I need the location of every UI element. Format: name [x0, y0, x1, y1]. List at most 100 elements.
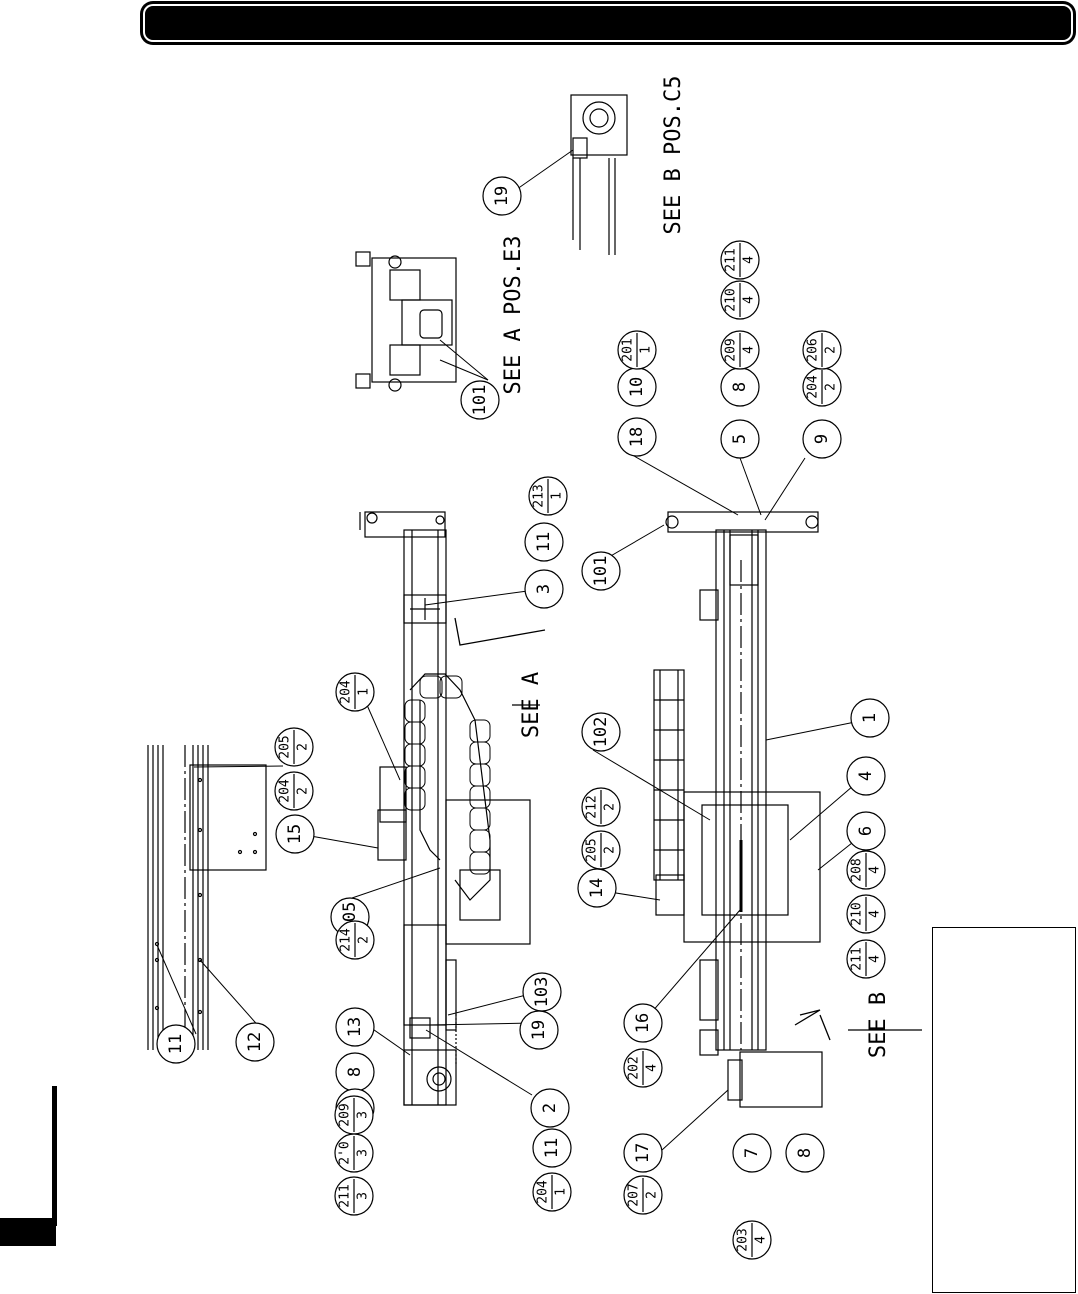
svg-text:209: 209 [338, 1103, 353, 1126]
svg-text:210: 210 [850, 902, 865, 925]
item-balloon: 7 [732, 1133, 772, 1173]
svg-text:5: 5 [730, 434, 750, 444]
see-a-pos-label: SEE A POS.E3 [501, 236, 526, 395]
svg-text:103: 103 [532, 977, 552, 1008]
svg-text:205: 205 [278, 735, 293, 758]
svg-text:3: 3 [534, 584, 554, 594]
detail-b [570, 94, 628, 255]
svg-text:8: 8 [795, 1148, 815, 1158]
svg-text:204: 204 [339, 680, 354, 704]
svg-text:3: 3 [356, 1149, 371, 1157]
svg-text:14: 14 [587, 878, 607, 898]
item-balloon: 16 [623, 1003, 663, 1043]
item-balloon: 4 [846, 756, 886, 796]
item-balloon: 19 [482, 176, 522, 216]
svg-text:18: 18 [627, 427, 647, 447]
svg-text:1: 1 [357, 688, 372, 696]
svg-text:203: 203 [736, 1228, 751, 1251]
svg-text:204: 204 [278, 779, 293, 803]
item-balloon: 15 [275, 814, 315, 854]
svg-text:210: 210 [724, 288, 739, 311]
svg-text:214: 214 [339, 928, 354, 952]
svg-text:9: 9 [812, 434, 832, 444]
svg-text:204: 204 [536, 1180, 551, 1204]
svg-text:4: 4 [742, 296, 757, 304]
item-balloon: 8 [720, 367, 760, 407]
item-balloon: 11 [532, 1128, 572, 1168]
svg-text:4: 4 [868, 866, 883, 874]
svg-text:11: 11 [542, 1138, 562, 1158]
item-balloon: 9 [802, 419, 842, 459]
svg-text:205: 205 [585, 838, 600, 861]
item-balloon: 1 [850, 698, 890, 738]
svg-text:19: 19 [492, 186, 512, 206]
svg-text:8: 8 [730, 382, 750, 392]
svg-text:2'0: 2'0 [338, 1141, 353, 1164]
svg-text:3: 3 [356, 1111, 371, 1119]
svg-text:4: 4 [742, 256, 757, 264]
svg-text:6: 6 [856, 826, 876, 836]
item-balloon: 102 [581, 712, 621, 752]
svg-text:2: 2 [357, 936, 372, 944]
svg-text:10: 10 [627, 377, 647, 397]
item-balloon: 101 [581, 551, 621, 591]
svg-text:2: 2 [824, 383, 839, 391]
svg-text:11: 11 [166, 1034, 186, 1054]
svg-text:4: 4 [856, 771, 876, 781]
top-view [653, 511, 823, 1108]
leader-lines [156, 149, 876, 1161]
svg-text:4: 4 [868, 910, 883, 918]
svg-text:1: 1 [550, 492, 565, 500]
svg-text:209: 209 [724, 338, 739, 361]
see-b-label: SEE B [866, 992, 891, 1058]
item-balloon: 8 [785, 1133, 825, 1173]
svg-text:13: 13 [345, 1017, 365, 1037]
svg-text:1: 1 [639, 346, 654, 354]
item-balloon: 17 [623, 1133, 663, 1173]
page-tab [0, 1218, 56, 1246]
item-balloon: 8 [335, 1052, 375, 1092]
item-balloon: 18 [617, 417, 657, 457]
see-a-label: SEE A [519, 672, 544, 738]
item-balloon: 11 [524, 522, 564, 562]
svg-text:4: 4 [742, 346, 757, 354]
svg-text:2: 2 [824, 346, 839, 354]
svg-text:101: 101 [591, 556, 611, 587]
svg-text:2: 2 [296, 787, 311, 795]
item-balloon: 19 [519, 1010, 559, 1050]
item-balloon: 3 [524, 569, 564, 609]
svg-text:3: 3 [356, 1192, 371, 1200]
svg-text:2: 2 [645, 1191, 660, 1199]
svg-text:211: 211 [724, 248, 739, 271]
item-balloon: 2 [530, 1088, 570, 1128]
svg-text:211: 211 [338, 1184, 353, 1207]
svg-text:8: 8 [345, 1067, 365, 1077]
svg-text:1: 1 [554, 1188, 569, 1196]
svg-text:201: 201 [621, 338, 636, 361]
svg-text:2: 2 [603, 846, 618, 854]
margin-rule [52, 1086, 57, 1226]
item-balloon: 10 [617, 367, 657, 407]
svg-text:101: 101 [470, 385, 490, 416]
item-balloon: 14 [577, 868, 617, 908]
svg-text:2: 2 [296, 743, 311, 751]
svg-text:204: 204 [806, 375, 821, 399]
svg-text:207: 207 [627, 1183, 642, 1206]
svg-text:12: 12 [245, 1032, 265, 1052]
svg-text:2: 2 [603, 803, 618, 811]
